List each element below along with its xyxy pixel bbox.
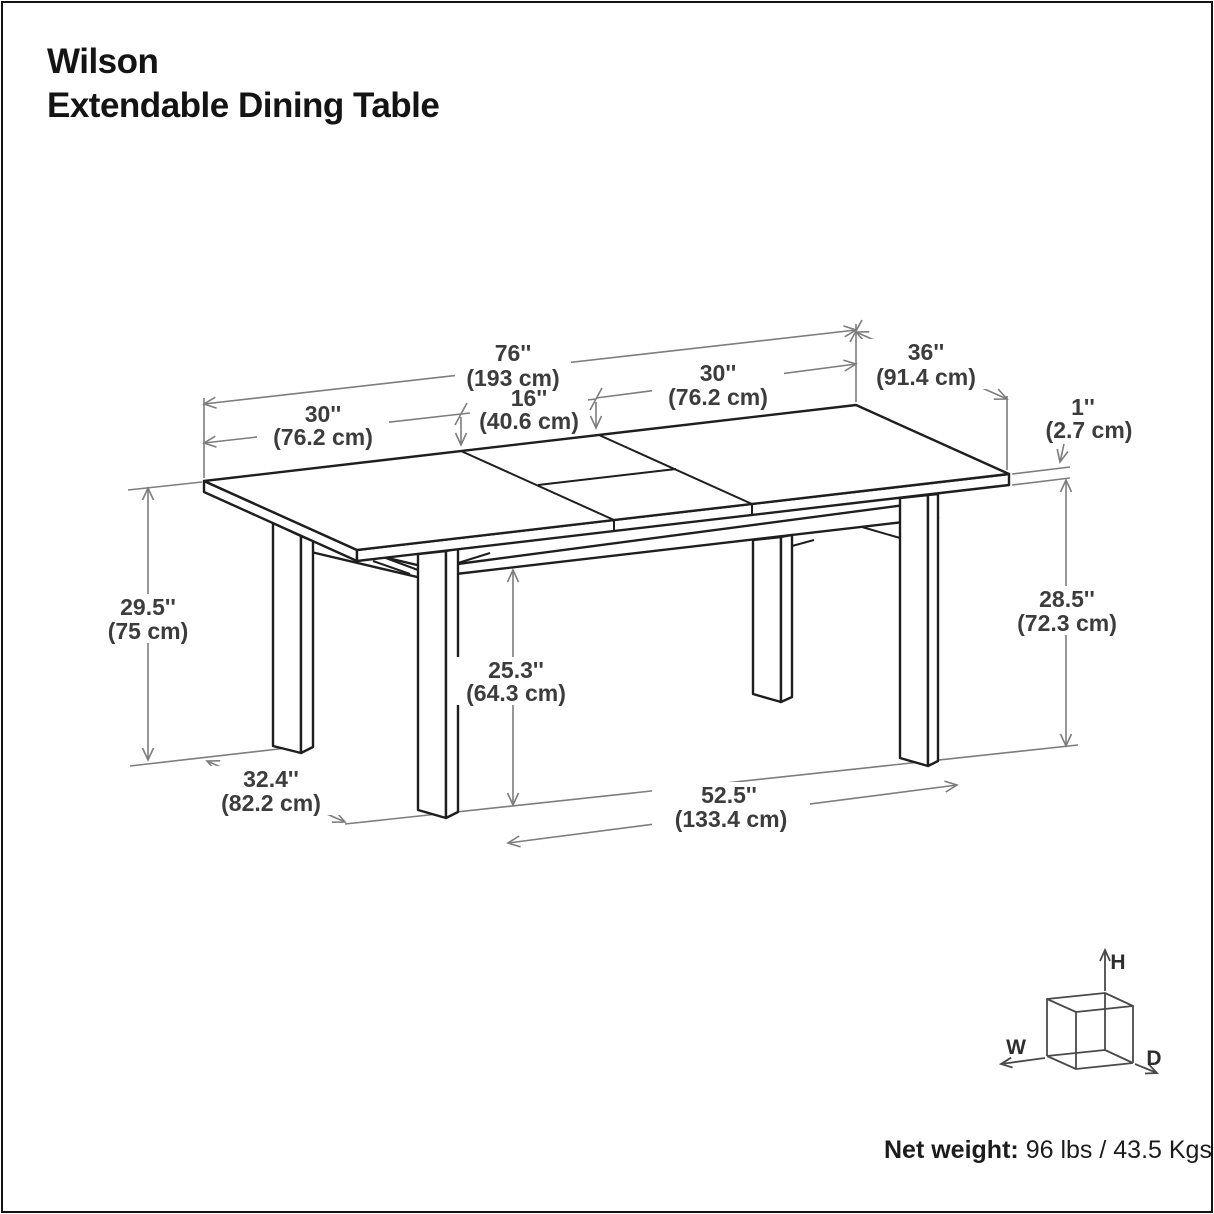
axis-label-depth: D — [1146, 1047, 1161, 1070]
table-drawing — [202, 403, 1011, 820]
label-overall-length-cm: (193 cm) — [466, 365, 559, 391]
label-overall-length-inches: 76'' — [495, 340, 532, 366]
label-underside-height-inches: 28.5'' — [1039, 586, 1095, 612]
back-right-leg — [751, 535, 783, 704]
label-leg-span-depth-cm: (82.2 cm) — [221, 790, 321, 816]
label-overall-height-inches: 29.5'' — [120, 594, 176, 620]
label-leg-span-length-inches: 52.5'' — [701, 782, 757, 808]
label-left-section-inches: 30'' — [305, 401, 342, 427]
label-depth-inches: 36'' — [908, 339, 945, 365]
dimension-labels: 76'' (193 cm) 36'' (91.4 cm) 30'' (76.2 … — [108, 339, 1133, 832]
label-apron-clearance-inches: 25.3'' — [488, 657, 544, 683]
axis-key-cube: H W D — [998, 947, 1162, 1075]
depth-axis-arrow — [1134, 1063, 1160, 1075]
label-backgrounds — [94, 339, 1126, 831]
label-top-thickness-cm: (2.7 cm) — [1046, 417, 1133, 443]
label-leg-span-depth-inches: 32.4'' — [243, 766, 299, 792]
width-axis-arrow — [998, 1056, 1046, 1069]
net-weight-label: Net weight: — [884, 1136, 1019, 1164]
label-apron-clearance-cm: (64.3 cm) — [466, 680, 566, 706]
back-left-leg-side — [299, 534, 315, 755]
label-leaf-inches: 16'' — [511, 385, 548, 411]
label-right-section-cm: (76.2 cm) — [668, 384, 768, 410]
axis-label-height: H — [1110, 951, 1125, 974]
product-title-line1: Wilson — [47, 42, 159, 81]
back-left-leg — [271, 521, 303, 755]
back-right-leg-side — [779, 533, 794, 704]
front-left-leg — [416, 549, 448, 820]
front-right-leg-side — [926, 492, 940, 768]
label-left-section-cm: (76.2 cm) — [273, 424, 373, 450]
label-underside-height-cm: (72.3 cm) — [1017, 610, 1117, 636]
product-title-line2: Extendable Dining Table — [47, 86, 440, 125]
axis-label-width: W — [1006, 1036, 1026, 1059]
net-weight: Net weight:96 lbs / 43.5 Kgs — [884, 1136, 1212, 1165]
extension-leaf-lines — [460, 434, 753, 531]
label-leaf-cm: (40.6 cm) — [479, 408, 579, 434]
label-right-section-inches: 30'' — [700, 360, 737, 386]
label-top-thickness-inches: 1'' — [1071, 394, 1095, 420]
dim-line-top-thickness — [1056, 443, 1069, 464]
label-depth-cm: (91.4 cm) — [876, 364, 976, 390]
label-leg-span-length-cm: (133.4 cm) — [675, 806, 788, 832]
net-weight-value: 96 lbs / 43.5 Kgs — [1025, 1136, 1212, 1164]
label-overall-height-cm: (75 cm) — [108, 618, 189, 644]
product-title: Wilson Extendable Dining Table — [47, 40, 440, 128]
front-right-leg — [898, 493, 930, 768]
